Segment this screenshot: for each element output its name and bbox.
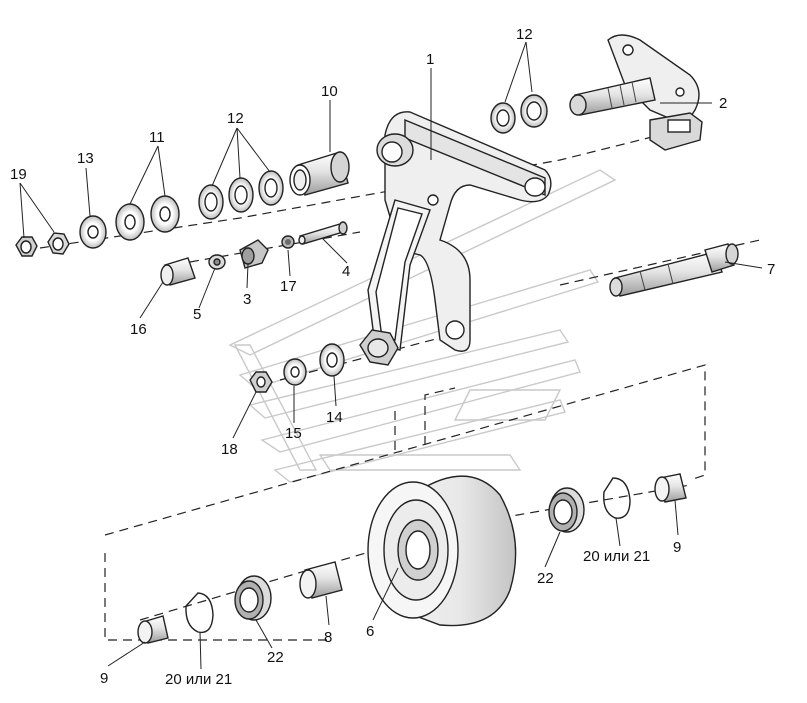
part-20-snap-ring-left bbox=[185, 592, 214, 634]
part-17-grease-fitting bbox=[281, 235, 295, 249]
label-part-10: 10 bbox=[321, 83, 338, 100]
label-part-16: 16 bbox=[130, 321, 147, 338]
part-22-bearing-right bbox=[548, 487, 585, 533]
label-part-9-left: 9 bbox=[100, 670, 108, 687]
label-part-13: 13 bbox=[77, 150, 94, 167]
part-18-nut bbox=[249, 371, 273, 393]
leader-lines bbox=[19, 41, 763, 670]
label-part-5: 5 bbox=[193, 306, 201, 323]
part-4-bolt bbox=[298, 221, 348, 245]
part-14-washer bbox=[319, 343, 345, 377]
part-6-pulley bbox=[367, 475, 517, 627]
part-labels: 1 2 3 4 5 6 7 8 9 9 10 11 12 12 13 14 15… bbox=[10, 26, 775, 688]
part-5-cap bbox=[208, 254, 226, 270]
part-2-plate-pin bbox=[569, 34, 703, 151]
part-20-snap-ring-right bbox=[603, 477, 631, 519]
part-1-bracket bbox=[359, 111, 552, 366]
part-11-washers bbox=[115, 195, 180, 241]
label-part-1: 1 bbox=[426, 51, 434, 68]
watermark-logo bbox=[228, 169, 617, 483]
label-part-20-right: 20 или 21 bbox=[583, 548, 650, 565]
label-part-20-left: 20 или 21 bbox=[165, 671, 232, 688]
label-part-4: 4 bbox=[342, 263, 350, 280]
part-9-bushing-right bbox=[654, 473, 687, 503]
part-16-cap bbox=[160, 257, 196, 286]
label-part-22-left: 22 bbox=[267, 649, 284, 666]
label-part-6: 6 bbox=[366, 623, 374, 640]
label-part-7: 7 bbox=[767, 261, 775, 278]
part-15-washer bbox=[283, 358, 307, 386]
label-part-3: 3 bbox=[243, 291, 251, 308]
part-13-washer bbox=[79, 215, 107, 249]
label-part-15: 15 bbox=[285, 425, 302, 442]
label-part-14: 14 bbox=[326, 409, 343, 426]
part-3-nipple bbox=[239, 239, 269, 269]
label-part-12-right: 12 bbox=[516, 26, 533, 43]
label-part-22-right: 22 bbox=[537, 570, 554, 587]
part-12-washers-right bbox=[490, 94, 548, 134]
part-8-spacer bbox=[299, 561, 343, 599]
label-part-11: 11 bbox=[149, 129, 165, 146]
label-part-12-left: 12 bbox=[227, 110, 244, 127]
label-part-9-right: 9 bbox=[673, 539, 681, 556]
part-19-nuts bbox=[15, 232, 70, 257]
part-12-washers-left bbox=[198, 170, 284, 220]
label-part-17: 17 bbox=[280, 278, 297, 295]
label-part-2: 2 bbox=[719, 95, 727, 112]
label-part-8: 8 bbox=[324, 629, 332, 646]
label-part-18: 18 bbox=[221, 441, 238, 458]
part-10-bushing bbox=[289, 151, 350, 196]
label-part-19: 19 bbox=[10, 166, 27, 183]
part-7-axle bbox=[609, 243, 739, 297]
part-22-bearing-left bbox=[234, 575, 272, 621]
part-9-bushing-left bbox=[137, 615, 169, 644]
